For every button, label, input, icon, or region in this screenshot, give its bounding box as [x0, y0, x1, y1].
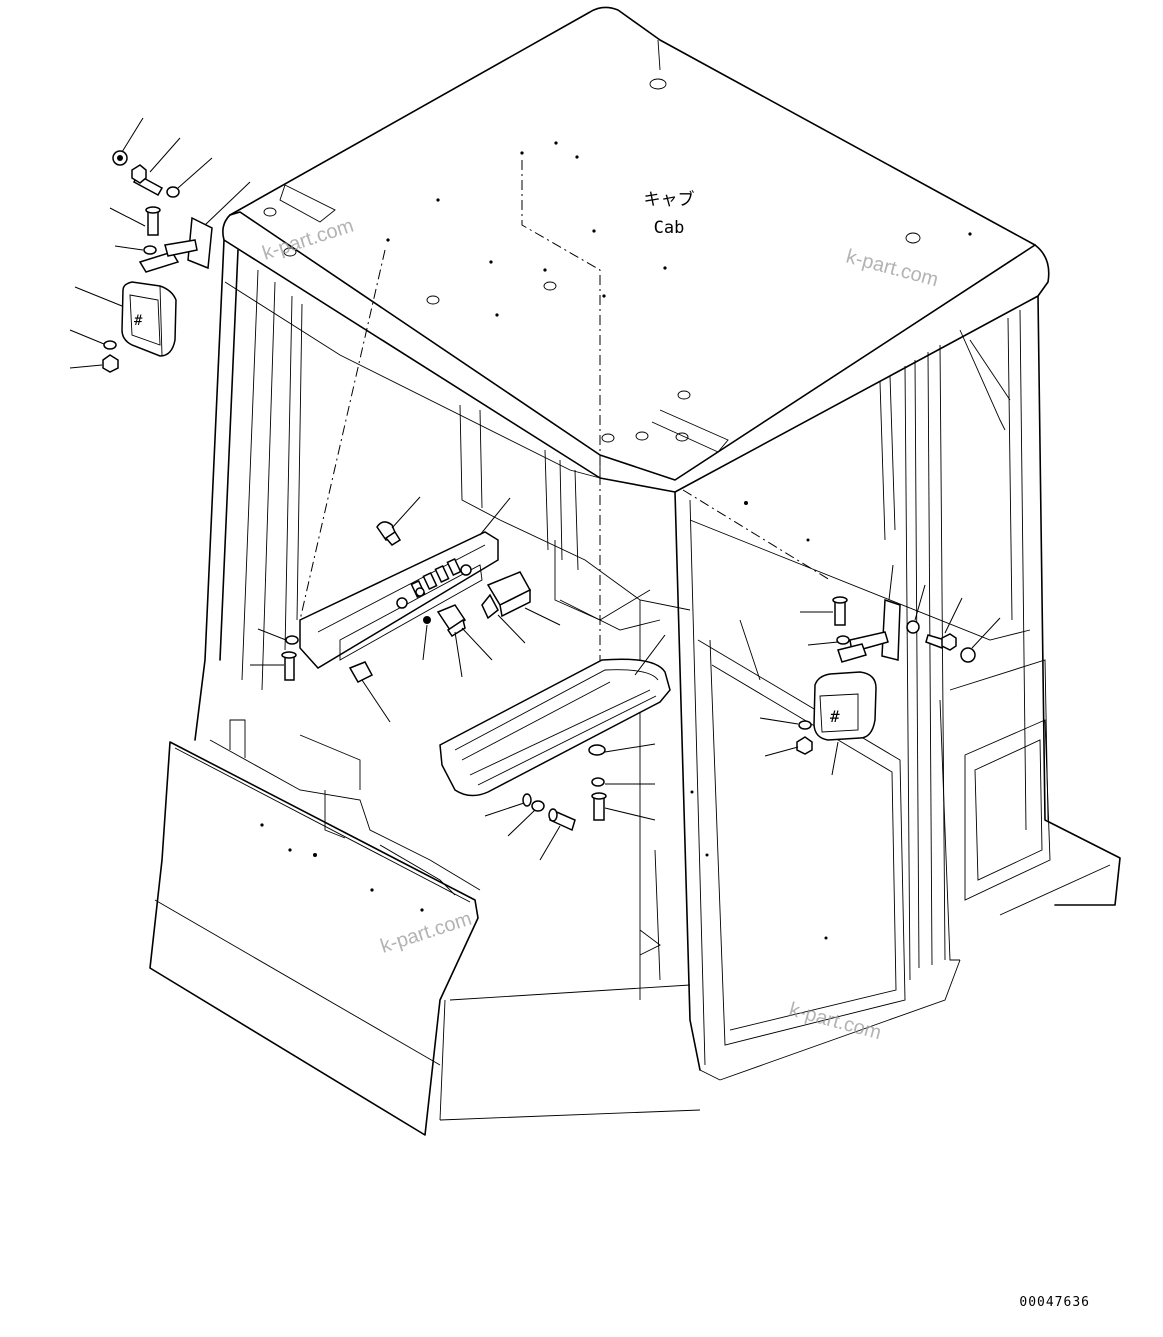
svg-text:#: #	[134, 313, 143, 329]
watermark: k-part.com	[378, 908, 475, 958]
watermark: k-part.com	[787, 999, 884, 1045]
front-lower-panel	[149, 741, 479, 1136]
cab-frame-right	[674, 295, 1121, 1081]
cab-label-jp: キャブ	[644, 189, 695, 210]
cab-label-en: Cab	[654, 218, 685, 238]
right-work-lamp-assembly: #	[796, 596, 976, 755]
cab-frame-left	[194, 239, 601, 741]
cab-roof	[222, 6, 1050, 730]
cab-interior	[209, 519, 701, 1121]
callout-leader-lines	[69, 117, 1001, 861]
document-id: 00047636	[1019, 1295, 1090, 1310]
roof-bolts	[263, 78, 972, 443]
watermark: k-part.com	[844, 246, 941, 292]
console-tray	[439, 658, 671, 832]
cab-label: キャブ Cab	[644, 189, 695, 238]
switch-panel-assembly	[281, 521, 532, 683]
svg-text:#: #	[830, 707, 840, 726]
left-work-lamp-assembly: #	[102, 150, 213, 373]
